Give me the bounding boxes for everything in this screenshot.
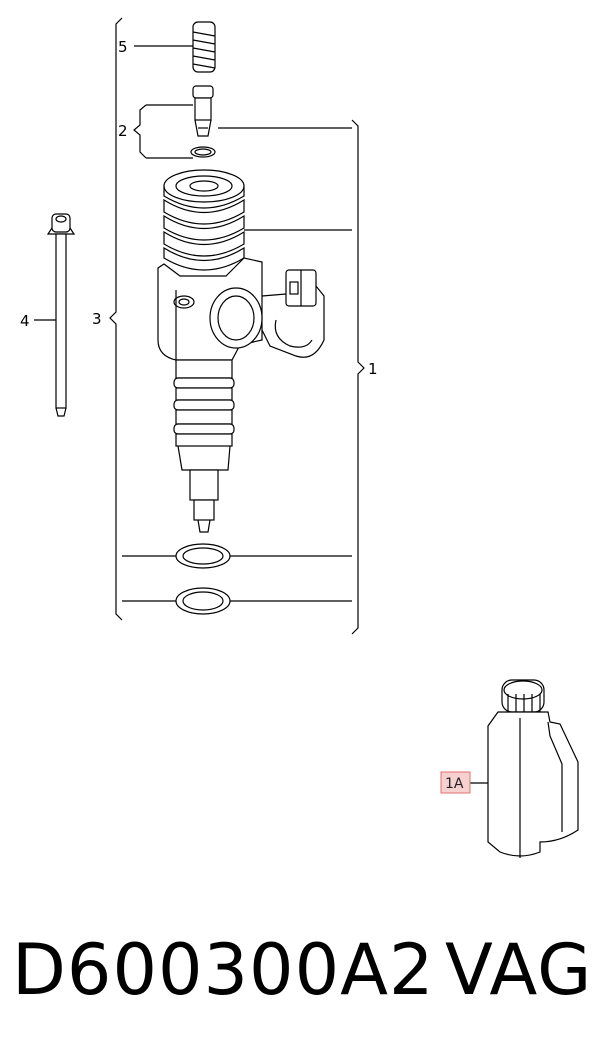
brace-2 — [133, 104, 147, 159]
o-ring-upper — [175, 543, 231, 569]
o-ring-lower — [175, 587, 231, 615]
part-2-pin-drawing — [190, 85, 216, 158]
part-1a-bottle-drawing — [487, 679, 579, 858]
callout-1a: 1A — [445, 776, 464, 792]
brace-1 — [351, 119, 365, 635]
caption: D600300A2 VAG — [0, 925, 600, 1035]
part-5-bolt-drawing — [192, 21, 216, 73]
callout-4: 4 — [20, 312, 30, 330]
callout-3: 3 — [92, 310, 102, 328]
callout-2: 2 — [118, 122, 128, 140]
callout-1: 1 — [368, 360, 378, 378]
part-1-injector-drawing — [157, 169, 325, 533]
parts-diagram: 5 2 3 4 1 1A — [20, 17, 579, 858]
brace-3 — [109, 17, 123, 621]
callout-5: 5 — [118, 38, 128, 56]
part-4-long-bolt-drawing — [46, 213, 76, 417]
callout-1a-box — [440, 771, 471, 794]
brand-name: VAG — [445, 929, 593, 1011]
part-number: D600300A2 — [12, 929, 435, 1011]
